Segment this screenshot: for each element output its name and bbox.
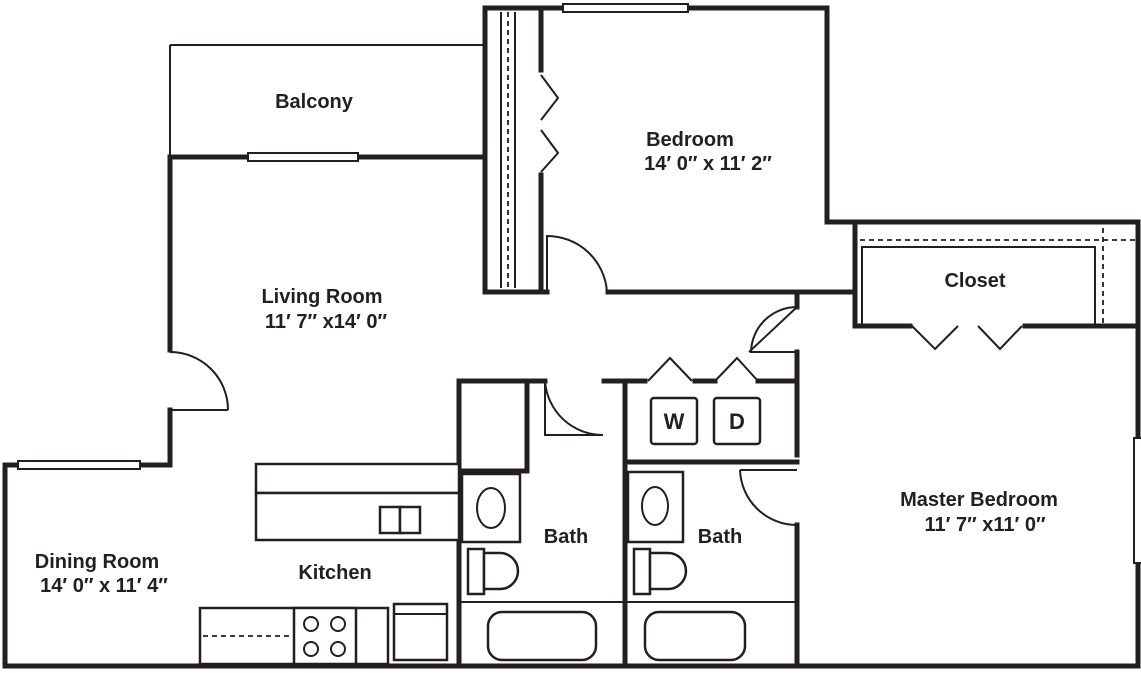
sink-icon <box>641 486 669 526</box>
washer-label: W <box>664 409 685 434</box>
room-name-bedroom: Bedroom <box>646 129 734 151</box>
bath-2-fixtures <box>625 470 797 662</box>
kitchen-island <box>254 462 461 542</box>
window <box>1133 437 1141 564</box>
sink-icon <box>398 505 422 535</box>
toilet-bowl-icon <box>482 551 520 591</box>
closet-door-icon <box>540 74 560 121</box>
room-dims-bedroom: 14′ 0″ x 11′ 2″ <box>644 153 772 175</box>
closet-door-icon <box>540 129 560 173</box>
master-door-swing <box>748 306 798 353</box>
toilet-tank-icon <box>632 547 652 596</box>
window <box>562 3 689 13</box>
bathtub-icon <box>486 610 598 662</box>
sink-icon <box>476 487 506 529</box>
toilet-bowl-icon <box>648 551 688 591</box>
bath-1-fixtures <box>459 472 625 662</box>
room-dims-dining-room: 14′ 0″ x 11′ 4″ <box>40 575 168 597</box>
window <box>17 460 141 470</box>
refrigerator-icon <box>392 602 449 662</box>
stove-icon <box>292 606 358 666</box>
burner-icon <box>303 616 319 632</box>
sink-icon <box>378 505 402 535</box>
burner-icon <box>330 616 346 632</box>
windows <box>17 3 1141 564</box>
laundry-door-icon <box>647 356 693 382</box>
room-name-bath-1: Bath <box>544 526 588 548</box>
laundry-door-icon <box>714 356 759 382</box>
interior-walls <box>456 378 800 669</box>
balcony-outline <box>169 44 485 157</box>
washer: W <box>649 396 699 446</box>
room-name-closet: Closet <box>944 270 1005 292</box>
dryer-label: D <box>729 409 745 434</box>
bath-door-swing <box>544 380 604 437</box>
room-name-bath-2: Bath <box>698 526 742 548</box>
room-dims-master-bedroom: 11′ 7″ x11′ 0″ <box>924 514 1045 536</box>
entry-door-swing <box>169 351 229 411</box>
room-name-kitchen: Kitchen <box>298 562 371 584</box>
bedroom-door-swing <box>546 234 608 293</box>
burner-icon <box>330 641 346 657</box>
room-name-master-bedroom: Master Bedroom <box>900 489 1058 511</box>
toilet-tank-icon <box>466 547 486 596</box>
bedroom-closet <box>500 5 560 295</box>
room-name-living-room: Living Room <box>261 286 382 308</box>
bathtub-icon <box>643 610 747 662</box>
closet-door-icon <box>977 325 1023 351</box>
closet-door-icon <box>911 325 959 351</box>
room-name-balcony: Balcony <box>275 91 354 113</box>
kitchen-counter <box>198 602 449 666</box>
window <box>247 152 359 162</box>
dryer: D <box>712 396 762 446</box>
exterior-walls <box>2 5 1141 669</box>
master-closet <box>852 219 1141 351</box>
burner-icon <box>303 641 319 657</box>
room-name-dining-room: Dining Room <box>35 551 159 573</box>
bath-door-swing <box>739 469 798 526</box>
room-dims-living-room: 11′ 7″ x14′ 0″ <box>265 311 388 333</box>
